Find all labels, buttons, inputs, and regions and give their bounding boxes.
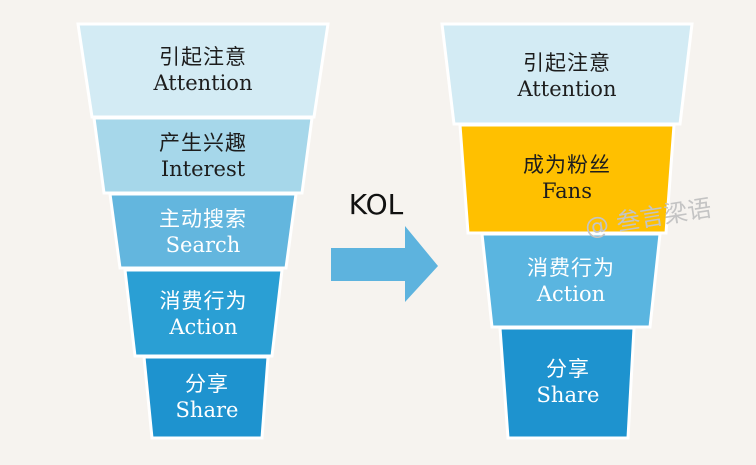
- stage-label-en: Action: [536, 282, 606, 306]
- left-stage-interest-shape: [92, 116, 314, 195]
- stage-label-en: Search: [165, 233, 241, 257]
- stage-label-cn: 消费行为: [527, 255, 615, 280]
- right-stage-fans-shape: [458, 123, 676, 235]
- left-stage-interest: 产生兴趣 Interest: [104, 123, 302, 189]
- stage-label-cn: 分享: [546, 356, 590, 381]
- left-stage-share: 分享 Share: [152, 362, 262, 432]
- left-stage-search-shape: [108, 192, 298, 270]
- stage-label-cn: 成为粉丝: [523, 152, 611, 177]
- stage-label-cn: 引起注意: [159, 44, 247, 69]
- stage-label-en: Fans: [542, 179, 592, 203]
- kol-label: KOL: [348, 188, 404, 221]
- stage-label-en: Action: [169, 315, 238, 339]
- stage-label-en: Share: [536, 383, 600, 407]
- stage-label-cn: 分享: [185, 371, 229, 396]
- left-stage-attention-shape: [76, 22, 330, 119]
- right-stage-fans: 成为粉丝 Fans: [468, 138, 666, 218]
- stage-label-en: Share: [175, 398, 239, 422]
- right-stage-action-shape: [480, 232, 662, 329]
- stage-label-cn: 主动搜索: [159, 206, 247, 231]
- left-stage-share-shape: [142, 355, 270, 440]
- stage-label-en: Attention: [517, 77, 617, 101]
- stage-label-cn: 引起注意: [523, 50, 611, 75]
- right-arrow-shape: [331, 226, 438, 302]
- right-stage-attention: 引起注意 Attention: [454, 36, 680, 116]
- left-stage-search: 主动搜索 Search: [120, 199, 286, 265]
- stage-label-en: Interest: [160, 157, 246, 181]
- stage-label-cn: 产生兴趣: [159, 130, 247, 155]
- left-stage-action-shape: [123, 268, 284, 358]
- right-stage-action: 消费行为 Action: [492, 242, 650, 320]
- left-stage-attention: 引起注意 Attention: [92, 30, 314, 110]
- left-stage-action: 消费行为 Action: [135, 278, 272, 350]
- right-stage-attention-shape: [440, 22, 694, 126]
- right-stage-share: 分享 Share: [508, 338, 628, 426]
- stage-label-cn: 消费行为: [159, 288, 248, 313]
- stage-label-en: Attention: [153, 71, 253, 95]
- right-stage-share-shape: [498, 326, 636, 440]
